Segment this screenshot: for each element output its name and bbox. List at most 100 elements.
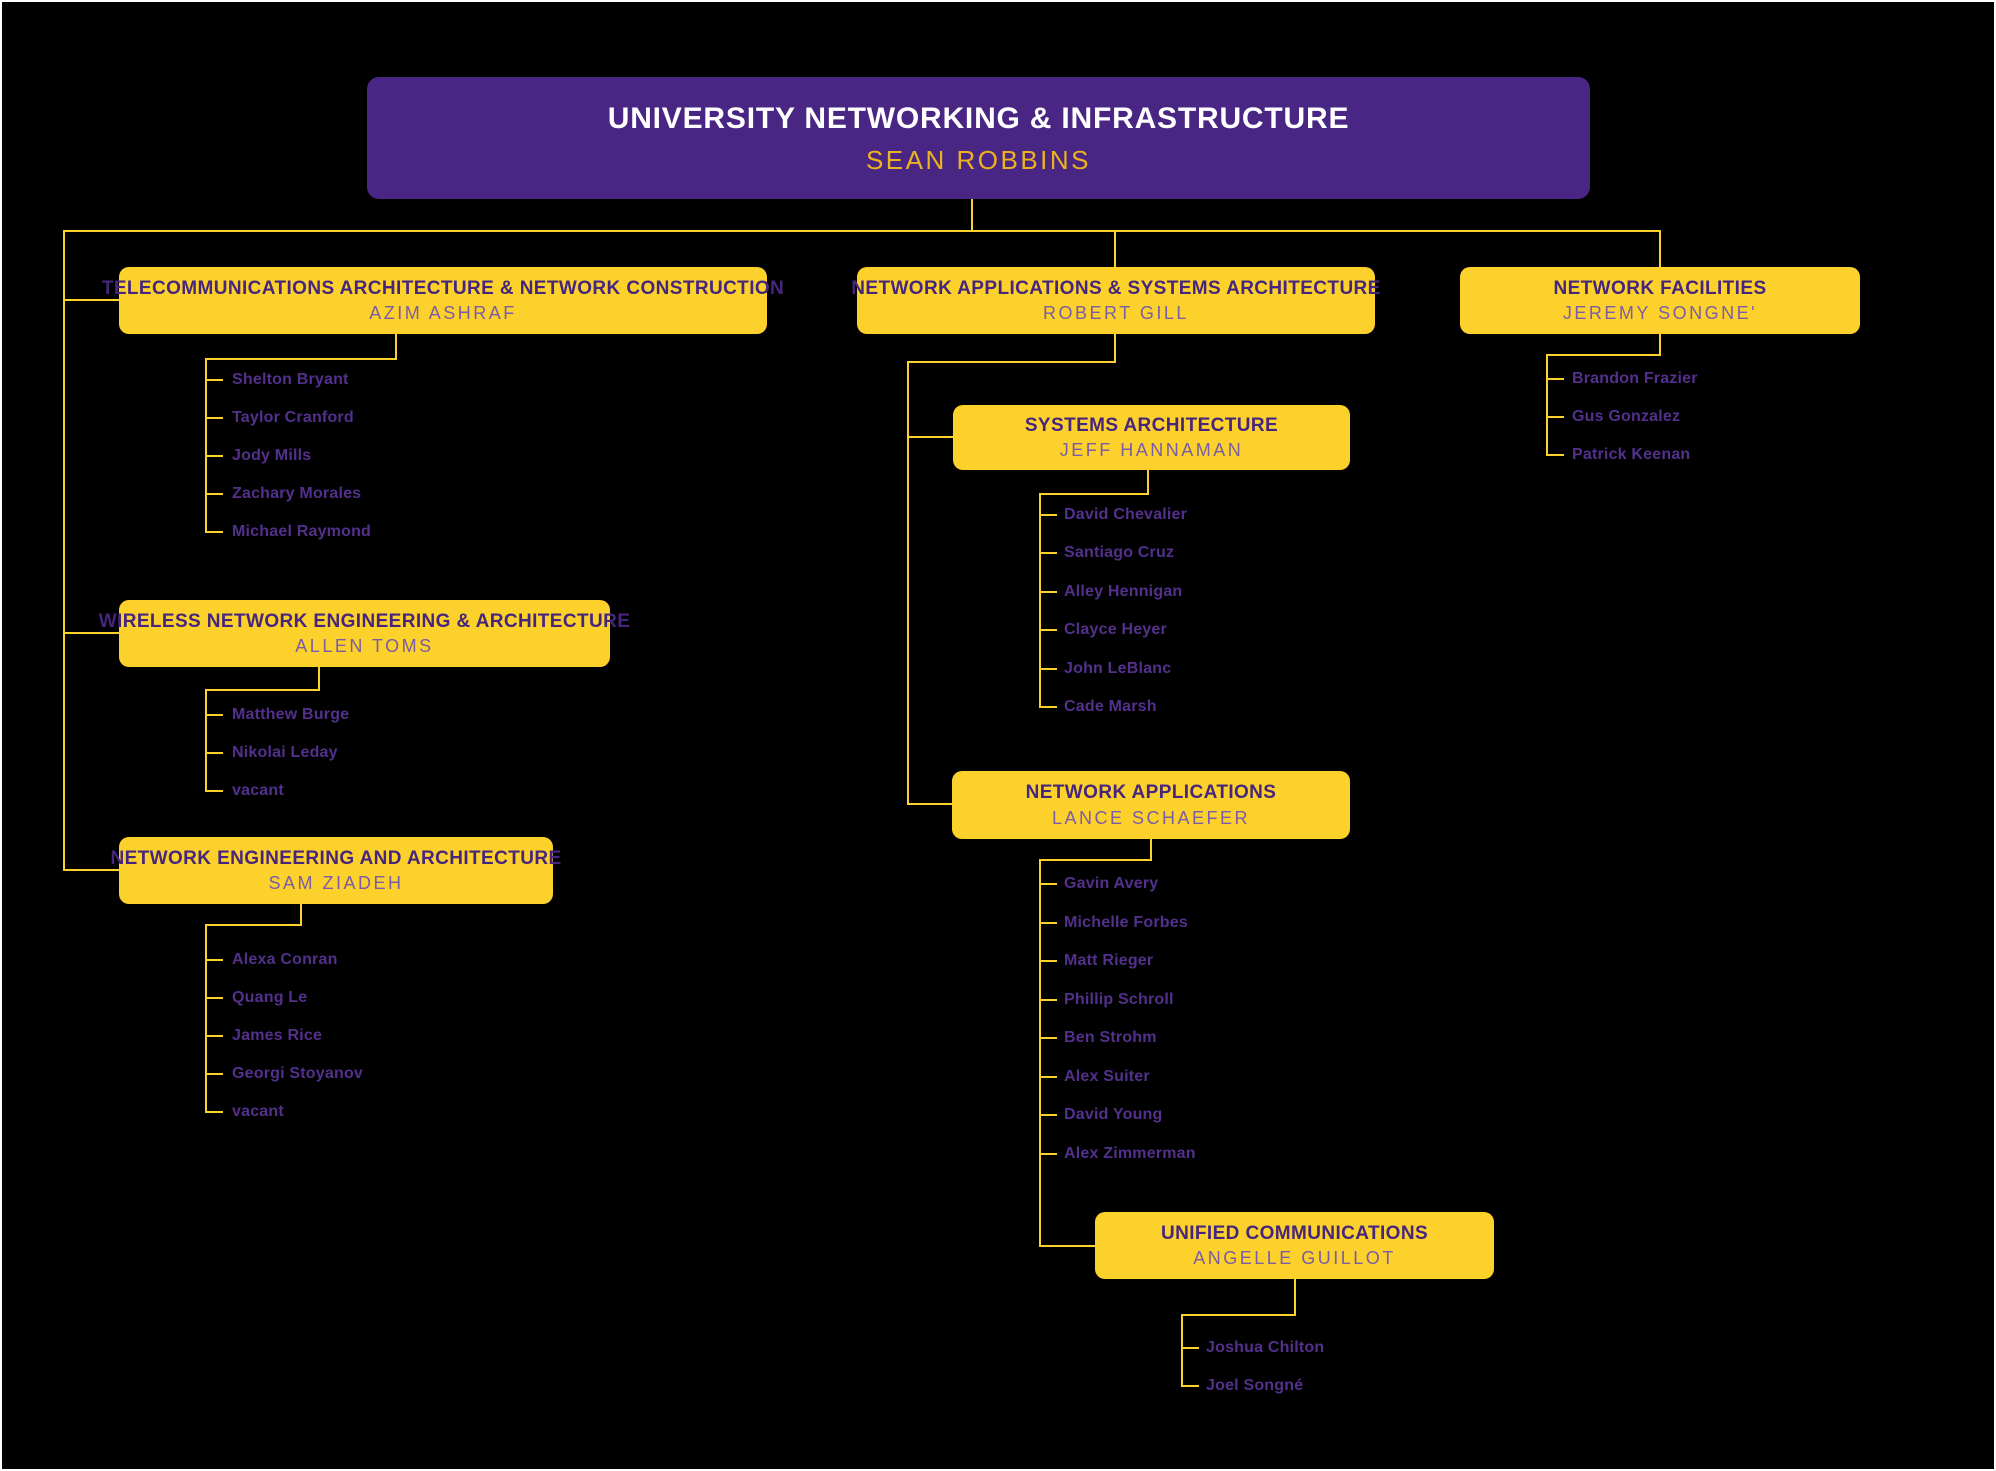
dept-title: WIRELESS NETWORK ENGINEERING & ARCHITECT… [98,610,631,632]
connector-line [1181,1314,1296,1316]
connector-line [205,924,302,926]
connector-line [1147,470,1149,495]
member-name: Patrick Keenan [1572,446,1691,463]
member-name: Quang Le [232,989,308,1006]
dept-box-unified: UNIFIED COMMUNICATIONS ANGELLE GUILLOT [1095,1212,1494,1279]
dept-title: SYSTEMS ARCHITECTURE [1024,414,1279,436]
member-name: David Chevalier [1064,506,1188,523]
connector-line [1039,960,1057,962]
dept-box-telecom: TELECOMMUNICATIONS ARCHITECTURE & NETWOR… [102,267,784,334]
connector-line [63,869,119,871]
member-name: Santiago Cruz [1064,544,1175,561]
connector-line [1150,839,1152,861]
connector-line [1039,922,1057,924]
dept-lead: AZIM ASHRAF [369,303,517,324]
member-name: Taylor Cranford [232,409,354,426]
member-name: Alex Suiter [1064,1068,1150,1085]
member-name: John LeBlanc [1064,660,1172,677]
member-name: Ben Strohm [1064,1029,1157,1046]
connector-line [205,1111,223,1113]
member-name: Alley Hennigan [1064,583,1183,600]
member-name: Clayce Heyer [1064,621,1167,638]
connector-line [63,632,119,634]
dept-title: UNIFIED COMMUNICATIONS [1160,1222,1429,1244]
dept-box-netapps: NETWORK APPLICATIONS LANCE SCHAEFER [952,771,1350,839]
member-name: Joel Songné [1206,1377,1304,1394]
member-name: Jody Mills [232,447,312,464]
connector-line [1039,859,1152,861]
dept-box-facilities: NETWORK FACILITIES JEREMY SONGNE' [1460,267,1860,334]
connector-line [1039,883,1057,885]
connector-line [205,379,223,381]
connector-line [205,417,223,419]
dept-lead: ANGELLE GUILLOT [1193,1248,1396,1269]
connector-line [318,667,320,691]
connector-line [205,455,223,457]
connector-line [63,230,65,871]
connector-line [1039,668,1057,670]
connector-line [205,531,223,533]
connector-line [1039,629,1057,631]
connector-line [205,959,223,961]
connector-line [205,689,320,691]
member-name: Brandon Frazier [1572,370,1698,387]
member-name: Michelle Forbes [1064,914,1188,931]
connector-line [1039,859,1041,1247]
connector-line [205,997,223,999]
connector-line [205,790,223,792]
connector-line [63,299,119,301]
member-name: Michael Raymond [232,523,372,540]
root-box: UNIVERSITY NETWORKING & INFRASTRUCTURE S… [367,77,1590,199]
connector-line [1114,230,1116,267]
dept-box-neteng: NETWORK ENGINEERING AND ARCHITECTURE SAM… [110,837,561,904]
member-name: Alexa Conran [232,951,338,968]
dept-title: NETWORK FACILITIES [1553,277,1767,299]
member-name: Joshua Chilton [1206,1339,1325,1356]
member-name: vacant [232,782,284,799]
connector-line [205,689,207,792]
connector-line [907,436,953,438]
connector-line [1294,1279,1296,1316]
connector-line [1546,354,1548,456]
connector-line [205,358,207,533]
connector-line [1546,416,1564,418]
dept-box-sysarch: SYSTEMS ARCHITECTURE JEFF HANNAMAN [953,405,1350,470]
member-name: Gavin Avery [1064,875,1159,892]
member-name: Zachary Morales [232,485,362,502]
connector-line [1181,1385,1199,1387]
connector-line [1181,1314,1183,1387]
member-name: Cade Marsh [1064,698,1157,715]
root-title: UNIVERSITY NETWORKING & INFRASTRUCTURE [607,101,1350,135]
connector-line [1659,334,1661,356]
connector-line [1659,230,1661,267]
dept-lead: ROBERT GILL [1043,303,1189,324]
dept-lead: LANCE SCHAEFER [1051,807,1251,828]
connector-line [907,361,1116,363]
dept-lead: JEREMY SONGNE' [1562,303,1758,324]
connector-line [300,904,302,926]
connector-line [907,803,952,805]
dept-title: NETWORK ENGINEERING AND ARCHITECTURE [110,847,562,869]
connector-line [1039,1153,1057,1155]
member-name: Shelton Bryant [232,371,349,388]
connector-line [1039,591,1057,593]
connector-line [1039,1037,1057,1039]
connector-line [1039,1114,1057,1116]
connector-line [395,334,397,360]
connector-line [63,230,1661,232]
connector-line [205,1035,223,1037]
connector-line [205,1073,223,1075]
root-lead: SEAN ROBBINS [865,145,1092,176]
connector-line [1546,354,1661,356]
connector-line [205,714,223,716]
connector-line [1039,1076,1057,1078]
dept-title: NETWORK APPLICATIONS [1025,782,1277,804]
connector-line [1546,378,1564,380]
member-name: Nikolai Leday [232,744,338,761]
connector-line [907,361,909,805]
connector-line [205,493,223,495]
dept-box-wireless: WIRELESS NETWORK ENGINEERING & ARCHITECT… [99,600,630,667]
dept-title: NETWORK APPLICATIONS & SYSTEMS ARCHITECT… [851,277,1381,299]
connector-line [1039,999,1057,1001]
